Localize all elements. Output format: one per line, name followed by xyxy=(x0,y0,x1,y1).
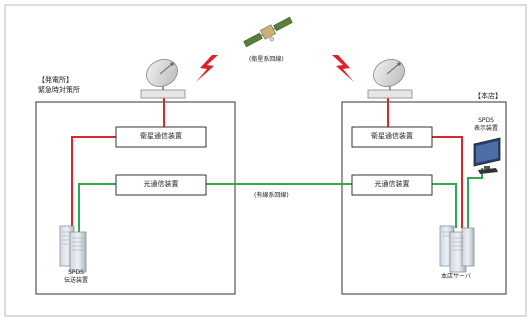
ps-satellite-device-label: 衛星通信装置 xyxy=(140,132,182,140)
lightning-icon xyxy=(332,55,354,82)
power-station-header: 【発電所】 xyxy=(38,76,73,84)
satellite-dish-icon xyxy=(367,59,413,99)
power-station-subheader: 緊急時対策所 xyxy=(38,86,80,94)
wired-path-lines xyxy=(78,168,483,240)
spds-transmission-name: SPDS xyxy=(68,269,84,276)
lightning-icon xyxy=(196,55,218,82)
server-icon xyxy=(439,225,475,273)
wired-link-label: (有線系回線) xyxy=(254,192,289,199)
spds-display-type: 表示装置 xyxy=(473,125,498,132)
head-office-server-label: 本店サーバ xyxy=(441,273,471,280)
spds-display-name: SPDS xyxy=(478,117,494,124)
ho-optical-device-box xyxy=(351,174,433,196)
monitor-icon xyxy=(473,137,501,174)
ho-satellite-device-label: 衛星通信装置 xyxy=(371,132,413,140)
outer-frame xyxy=(4,4,527,317)
satellite-dish-icon xyxy=(140,59,186,99)
ps-optical-device-box xyxy=(115,174,207,196)
satellite-path-lines xyxy=(71,98,463,240)
ho-optical-device-label: 光通信装置 xyxy=(374,180,410,188)
ps-satellite-device-box xyxy=(115,126,207,148)
ps-optical-device-label: 光通信装置 xyxy=(143,180,179,188)
satellite-icon xyxy=(243,16,293,48)
head-office-header: 【本店】 xyxy=(474,92,502,100)
spds-transmission-type: 伝送装置 xyxy=(63,277,88,284)
ho-satellite-device-box xyxy=(351,126,433,148)
server-icon xyxy=(59,225,87,273)
satellite-link-label: (衛星系回線) xyxy=(249,56,284,63)
